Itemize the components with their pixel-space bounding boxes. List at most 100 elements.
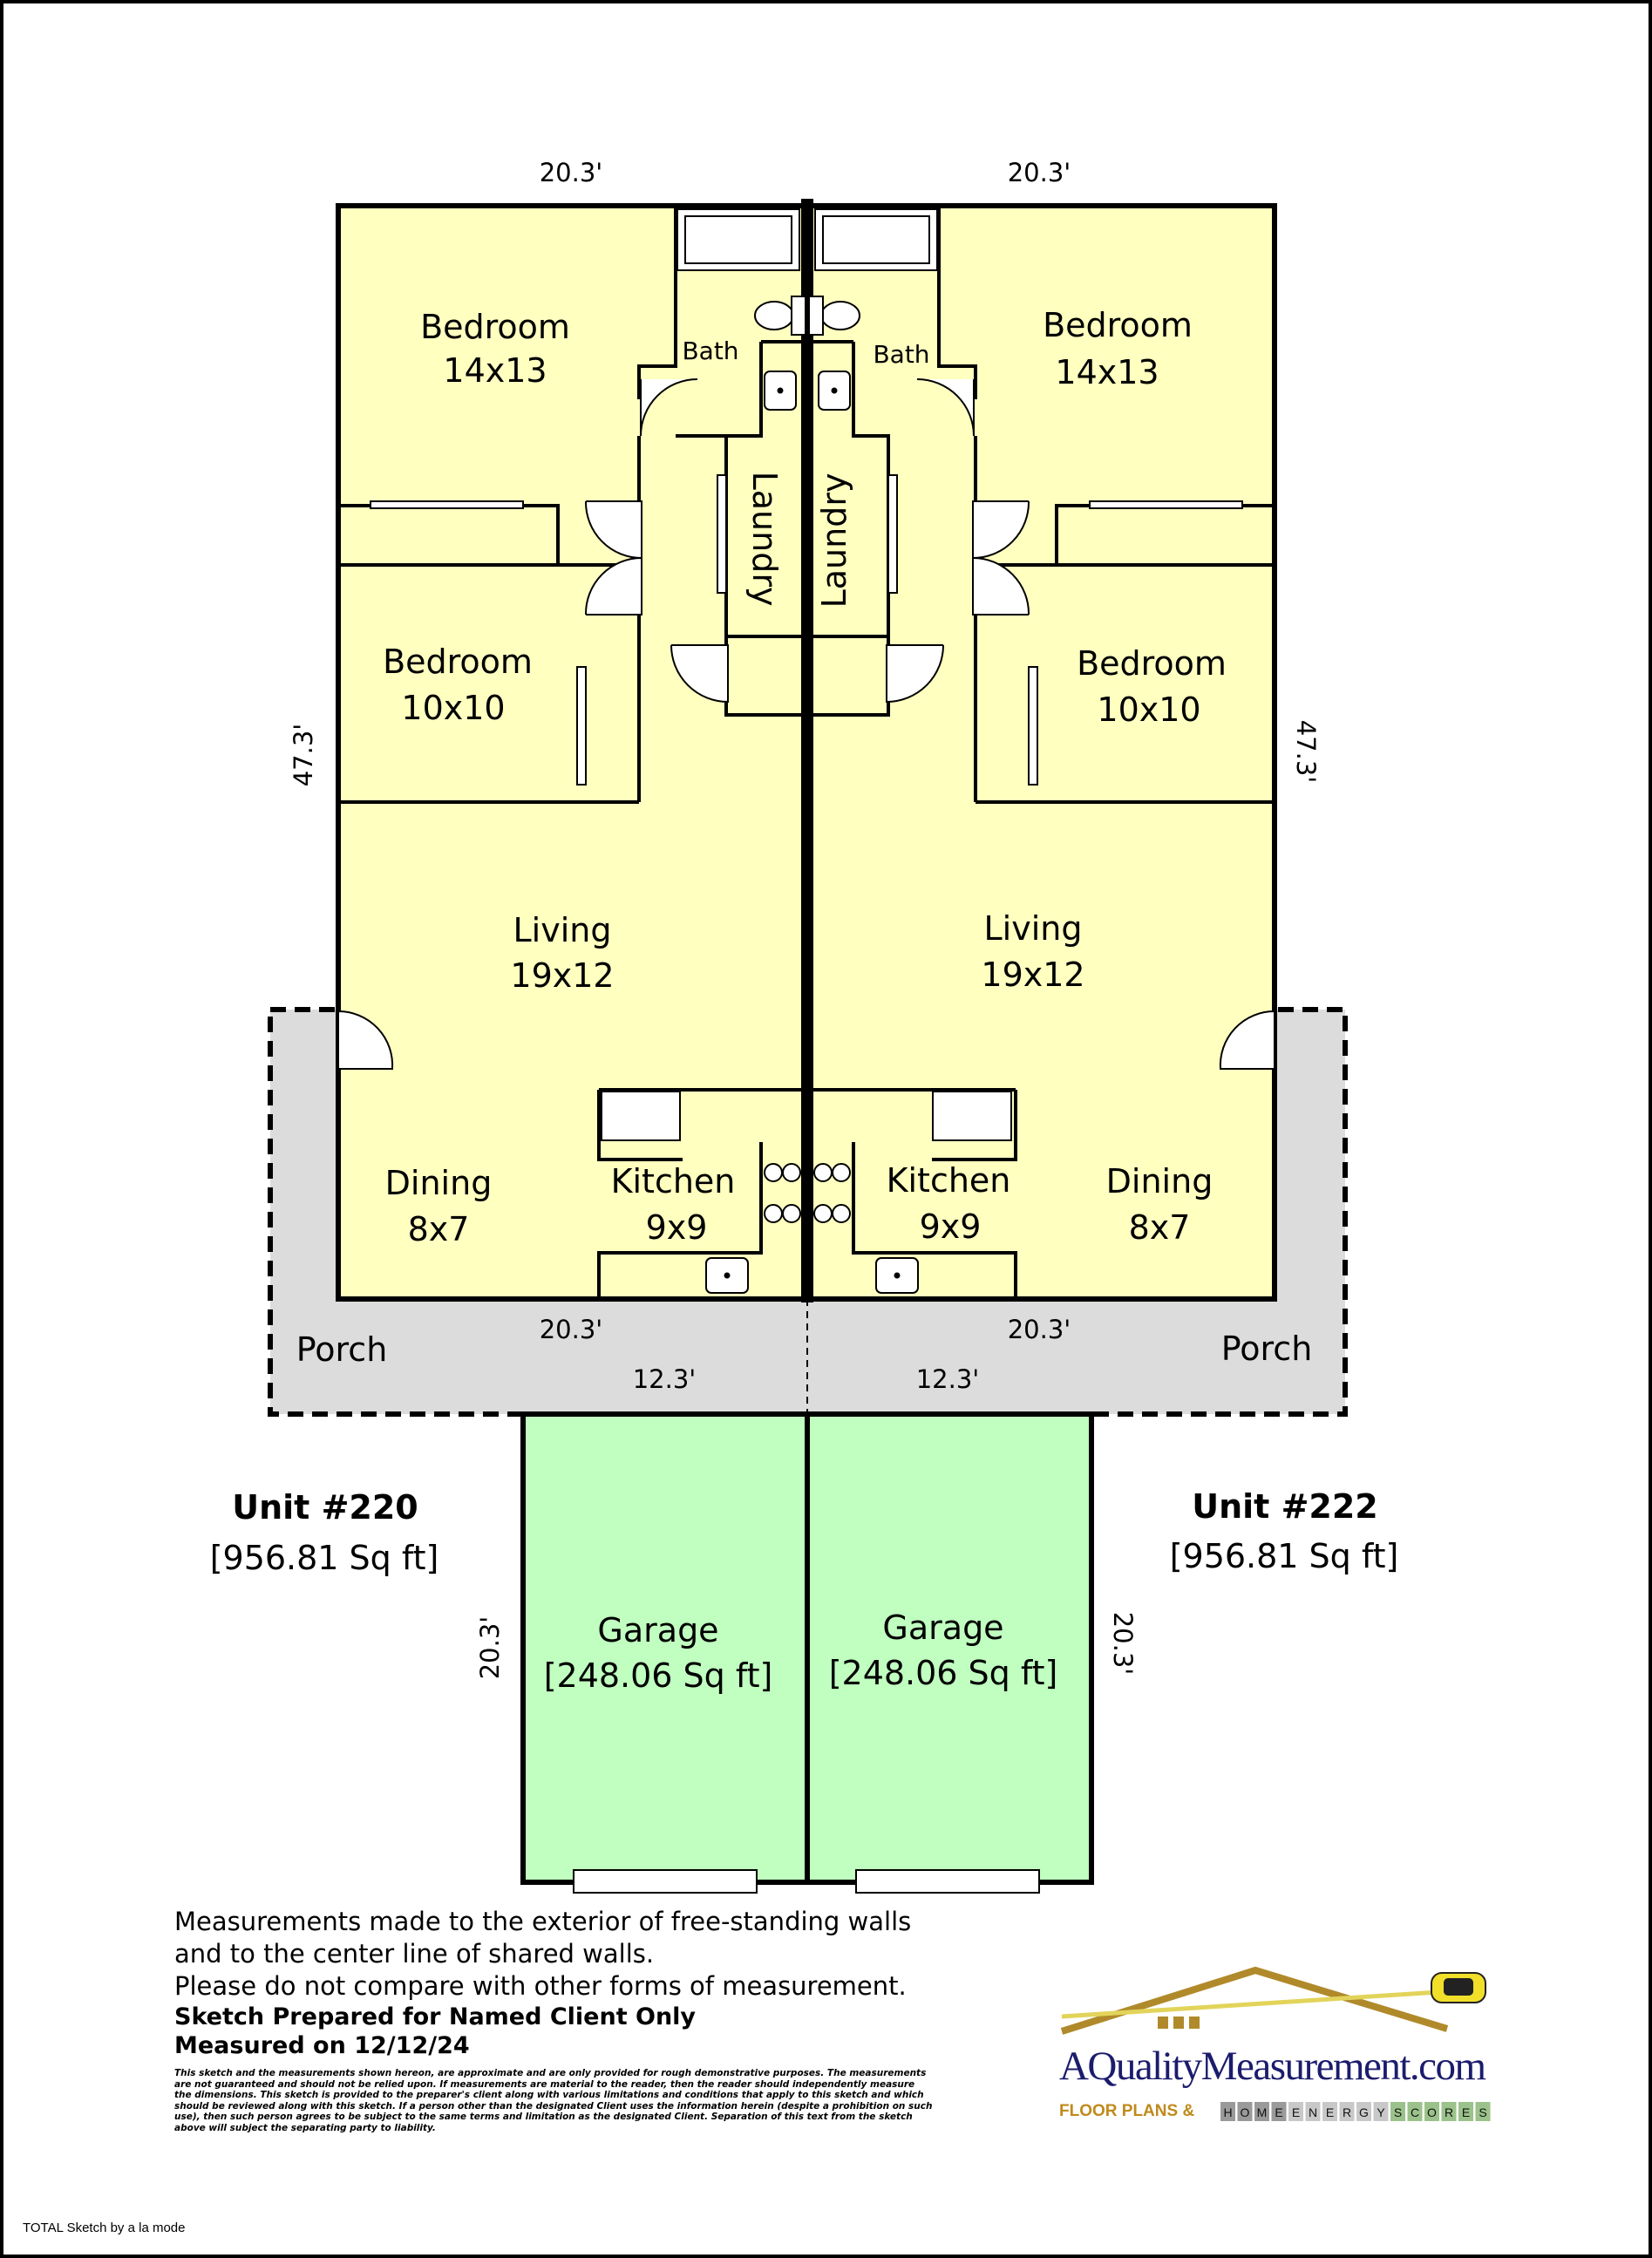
closet-doors-left [370,474,727,786]
hes-letter: E [1462,2105,1470,2119]
garage-right-area: [248.06 Sq ft] [829,1654,1058,1692]
note-line-bold: Sketch Prepared for Named Client Only [174,2003,697,2030]
dim-garage-right-depth: 20.3' [1108,1612,1138,1676]
room-size: 14x13 [443,351,547,390]
room-size: 9x9 [920,1207,982,1246]
room-name: Bedroom [1077,644,1227,683]
hes-letter-box [1424,2102,1439,2121]
hes-letter-box [1373,2102,1389,2121]
hes-letter: H [1223,2105,1232,2119]
logo-tagline: FLOOR PLANS & [1059,2102,1194,2120]
hes-letter-box [1271,2102,1287,2121]
unit-right-title: Unit #222 [1192,1487,1378,1526]
room-size: 10x10 [401,689,505,727]
hes-letter: Y [1377,2105,1385,2119]
door-swings [337,378,1275,1070]
hes-letter-box [1305,2102,1321,2121]
hes-letter-box [1407,2102,1423,2121]
bath-sink-right [818,371,851,411]
tape-measure-icon [1061,1989,1439,2019]
unit-left-title: Unit #220 [232,1488,418,1527]
hes-letter-box [1458,2102,1473,2121]
garage-left-name: Garage [597,1611,718,1649]
hes-letter: S [1394,2105,1402,2119]
dim-top-left: 20.3' [540,158,603,187]
unit-right-area: [956.81 Sq ft] [1170,1537,1399,1575]
hes-letter-box [1475,2102,1491,2121]
hes-letter: R [1445,2105,1453,2119]
cooktop-burners [764,1163,851,1223]
garage-door-right [855,1869,1040,1894]
room-size: 19x12 [981,956,1084,994]
garage-right-name: Garage [882,1608,1003,1647]
kitchen-left-fixtures [601,1091,749,1294]
disclaimer-text: This sketch and the measurements shown h… [174,2068,933,2133]
hes-letter: G [1359,2105,1369,2119]
hes-letter-box [1356,2102,1371,2121]
toilet-right [808,296,860,336]
hes-letter: S [1479,2105,1486,2119]
left-unit-labels: Bedroom 14x13 Bath Laundry Bedroom 10x10… [296,308,784,1369]
garage-left-area [520,1411,810,1885]
room-size: 9x9 [646,1208,708,1247]
room-name: Laundry [745,472,784,607]
hes-letter-box [1390,2102,1405,2121]
kitchen-right-fixtures [875,1091,1012,1294]
room-name: Porch [296,1330,388,1369]
left-unit-walls [338,206,807,1299]
dim-bottom-left: 20.3' [540,1315,603,1344]
room-name: Dining [1106,1162,1214,1200]
hes-letter: E [1326,2105,1334,2119]
hes-letter: R [1343,2105,1351,2119]
garage-door-left [573,1869,758,1894]
room-name: Bath [682,337,738,365]
logo-brand: AQualityMeasurement.com [1059,2044,1486,2089]
hes-letter: M [1257,2105,1268,2119]
room-size: 8x7 [1129,1208,1191,1247]
room-name: Kitchen [611,1162,736,1200]
hes-letter-box [1322,2102,1337,2121]
garage-left-area: [248.06 Sq ft] [544,1656,773,1695]
note-line-bold: Measured on 12/12/24 [174,2032,470,2059]
hes-letter-box [1339,2102,1355,2121]
roof-icon [1060,1966,1449,2035]
bath-sink-left [764,371,797,411]
room-name: Bath [873,340,929,369]
porch-area [268,1007,1348,1417]
note-line: Measurements made to the exterior of fre… [174,1907,912,1936]
room-name: Kitchen [887,1161,1011,1200]
room-name: Living [513,911,612,949]
room-size: 8x7 [408,1210,470,1248]
measurement-notes: Measurements made to the exterior of fre… [174,1906,1011,2060]
dim-garage-left-width: 12.3' [633,1364,697,1394]
hes-letter: O [1427,2105,1437,2119]
hes-letter: E [1292,2105,1300,2119]
room-size: 14x13 [1055,353,1159,391]
hes-letter-box [1288,2102,1303,2121]
room-size: 10x10 [1097,690,1200,729]
hes-letter-box [1441,2102,1457,2121]
hes-letter-box [1237,2102,1253,2121]
room-name: Laundry [815,473,853,609]
dim-bottom-right: 20.3' [1008,1315,1071,1344]
toilet-left [754,296,806,336]
right-unit-labels: Bedroom 14x13 Bath Laundry Bedroom 10x10… [815,306,1312,1368]
room-size: 19x12 [510,956,614,995]
hes-letter: N [1309,2105,1317,2119]
dim-left-depth: 47.3' [289,724,318,787]
footer-credit: TOTAL Sketch by a la mode [23,2221,186,2235]
garage-right-area [805,1411,1094,1885]
note-line: and to the center line of shared walls. [174,1939,655,1969]
note-line: Please do not compare with other forms o… [174,1971,907,2001]
room-name: Bedroom [420,308,570,346]
dim-garage-right-width: 12.3' [916,1364,980,1394]
hes-letter: O [1241,2105,1250,2119]
room-name: Porch [1221,1330,1313,1368]
dim-garage-left-depth: 20.3' [475,1616,505,1680]
hes-letter: C [1411,2105,1419,2119]
unit-left-area: [956.81 Sq ft] [210,1539,439,1577]
room-name: Bedroom [383,643,533,681]
room-name: Living [984,909,1083,948]
